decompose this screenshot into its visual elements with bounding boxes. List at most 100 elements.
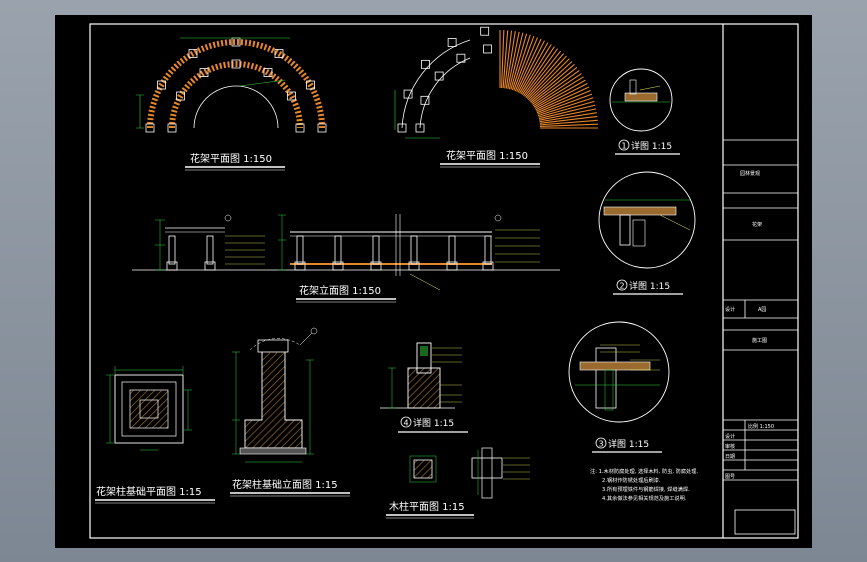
detail2-num-circle: [616, 279, 628, 291]
post-square: [295, 123, 305, 133]
rafter: [539, 123, 598, 127]
note-2: 3.所有预埋铁件与钢筋焊接, 焊缝满焊.: [602, 485, 690, 493]
detail3-number: 3: [599, 440, 604, 449]
tb-row1: 设计: [725, 433, 735, 440]
post-square: [157, 80, 166, 90]
post-square: [306, 80, 315, 90]
elevation-post: [206, 235, 214, 265]
detail1-num-circle: [618, 139, 630, 151]
footing-plan-title: 花架柱基础平面图 1:15: [96, 485, 202, 498]
rafter: [536, 86, 590, 112]
rafter: [521, 46, 555, 96]
post-square: [483, 44, 492, 54]
rafter: [535, 83, 588, 111]
post-base: [204, 261, 216, 271]
rafter: [504, 30, 513, 89]
rafter: [539, 108, 597, 121]
detail4-label: 详图 1:15: [413, 417, 454, 429]
post-base: [408, 261, 420, 271]
post-square: [199, 68, 209, 77]
plan1-title: 花架平面图 1:150: [190, 152, 272, 165]
post-square: [263, 68, 273, 77]
post-base: [166, 261, 178, 271]
rafter: [538, 100, 595, 118]
tb-design: 设计: [725, 306, 735, 313]
rafter: [532, 69, 580, 105]
elevation-post: [448, 235, 456, 265]
post-square: [167, 123, 177, 133]
rafter: [520, 44, 552, 95]
plan1-posts: [145, 37, 327, 133]
rafter: [517, 40, 545, 93]
post-square: [145, 123, 155, 133]
post-base: [446, 261, 458, 271]
detail2-label: 详图 1:15: [629, 280, 670, 292]
post-base: [294, 261, 306, 271]
detail4-num-circle: [400, 416, 412, 428]
tb-drawing: 花架: [752, 221, 762, 228]
rafter: [514, 37, 539, 92]
tb-code: A园: [758, 307, 766, 313]
rafter: [533, 76, 584, 108]
wood-post-plan-title: 木柱平面图 1:15: [389, 500, 465, 513]
post-square: [403, 89, 413, 99]
post-square: [231, 59, 241, 69]
rafter: [534, 79, 586, 109]
title-block: [723, 139, 798, 535]
tb-scale: 比例 1:150: [748, 423, 774, 430]
post-square: [188, 49, 198, 58]
post-square: [317, 123, 327, 133]
note-3: 4.其余做法参见相关规范及施工说明.: [602, 494, 687, 502]
plan2-rafters: [499, 30, 598, 129]
outer-border: [89, 23, 799, 539]
notes-block: 注: 1.木材防腐处理, 选择木料, 防虫, 防腐处理. 2.钢材作防锈处理后刷…: [590, 467, 698, 502]
detail3-label: 详图 1:15: [608, 438, 649, 450]
rafter: [513, 35, 535, 91]
elevation-posts: [166, 235, 494, 271]
drawing-sheet: [55, 15, 812, 548]
detail3-circle: [568, 321, 670, 423]
rafter: [524, 50, 562, 97]
rafter: [502, 30, 509, 89]
wood-post-plan: [409, 447, 530, 499]
post-square: [397, 123, 407, 133]
rafter: [527, 58, 570, 101]
rafter: [537, 97, 594, 117]
detail1-number: 1: [622, 142, 627, 151]
tb-sheet: 施工图: [752, 337, 767, 344]
rafter: [519, 42, 549, 94]
elevation-post: [334, 235, 342, 265]
footing-plan: [106, 366, 192, 451]
elevation-post: [296, 235, 304, 265]
post-square: [456, 53, 466, 63]
rafter: [510, 33, 528, 90]
detail3-num-circle: [595, 437, 607, 449]
title-block-text: 园林景观 花架 设计 A园 施工图 比例 1:150 设计 审核 日期 图号: [725, 170, 774, 480]
rafter: [505, 31, 516, 89]
post-square: [421, 59, 430, 69]
rafter: [526, 55, 567, 100]
rafter: [530, 63, 575, 103]
elevation-post: [410, 235, 418, 265]
elevation-title: 花架立面图 1:150: [299, 284, 381, 297]
rafter: [523, 48, 559, 96]
tb-row3: 日期: [725, 454, 735, 460]
tb-row2: 审核: [725, 443, 735, 450]
rafter: [539, 119, 598, 126]
rafter: [501, 30, 505, 89]
detail1-label: 详图 1:15: [631, 140, 672, 152]
post-square: [447, 38, 457, 47]
post-square: [420, 95, 430, 105]
arbour-plan-semicircle: [136, 37, 327, 133]
note-0: 注: 1.木材防腐处理, 选择木料, 防虫, 防腐处理.: [590, 467, 698, 475]
post-base: [482, 261, 494, 271]
elevation-post: [484, 235, 492, 265]
arbour-elevation: [132, 214, 560, 291]
tb-project: 园林景观: [740, 170, 760, 177]
footing-elevation: [232, 327, 318, 463]
post-base: [370, 261, 382, 271]
note-1: 2.钢材作防锈处理后刷漆.: [602, 476, 661, 484]
detail4-section: [380, 342, 462, 409]
rafter: [537, 93, 593, 115]
